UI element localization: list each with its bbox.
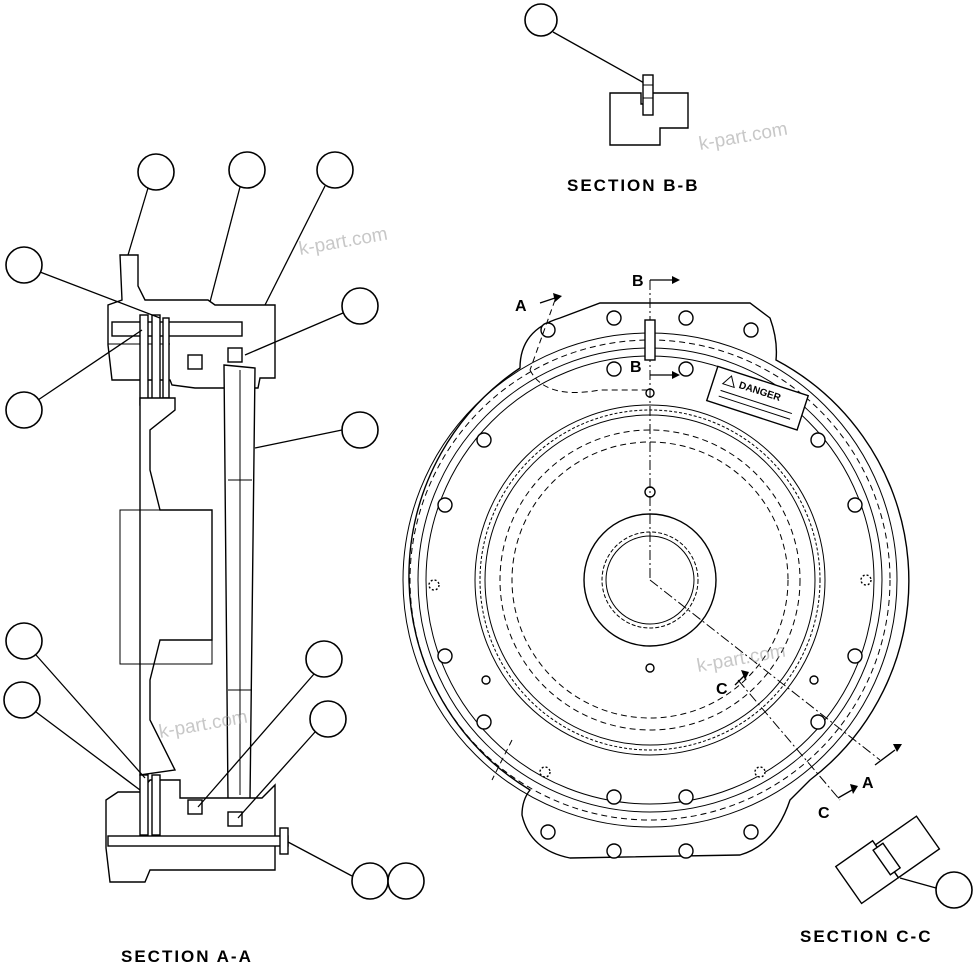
callout-5[interactable] [341,287,379,325]
callout-7[interactable] [341,411,379,449]
cut-label-b-bottom: B [630,359,642,376]
main-assembly-view: DANGER B B A A C C k-part.com [402,273,910,859]
section-b-b-title: SECTION B-B [567,176,700,195]
callout-13[interactable] [387,862,425,900]
cut-label-c-top: C [716,681,728,698]
callout-8[interactable] [5,622,43,660]
callout-2[interactable] [228,151,266,189]
section-a-a-detail: k-part.com k-part.com SECTION A-A [105,224,389,963]
callout-9[interactable] [3,681,41,719]
section-b-b-detail: k-part.com SECTION B-B [524,3,789,195]
callout-10[interactable] [305,640,343,678]
callout-12[interactable] [351,862,389,900]
bolt-holes [428,310,872,859]
watermark-2: k-part.com [297,224,389,260]
callout-c-c[interactable] [935,871,973,909]
callout-4[interactable] [5,246,43,284]
watermark-1: k-part.com [697,119,789,155]
callout-3[interactable] [316,151,354,189]
cut-label-c-bottom: C [818,805,830,822]
callout-1[interactable] [137,153,175,191]
section-a-a-title: SECTION A-A [121,947,253,963]
callout-11[interactable] [309,700,347,738]
callout-b-b[interactable] [524,3,558,37]
cut-label-a-top: A [515,298,527,315]
section-c-c-detail: SECTION C-C [800,815,973,946]
cut-label-a-bottom: A [862,775,874,792]
cut-label-b-top: B [632,273,644,290]
callout-6[interactable] [5,391,43,429]
section-c-c-title: SECTION C-C [800,927,933,946]
section-a-a-callouts [3,151,425,900]
